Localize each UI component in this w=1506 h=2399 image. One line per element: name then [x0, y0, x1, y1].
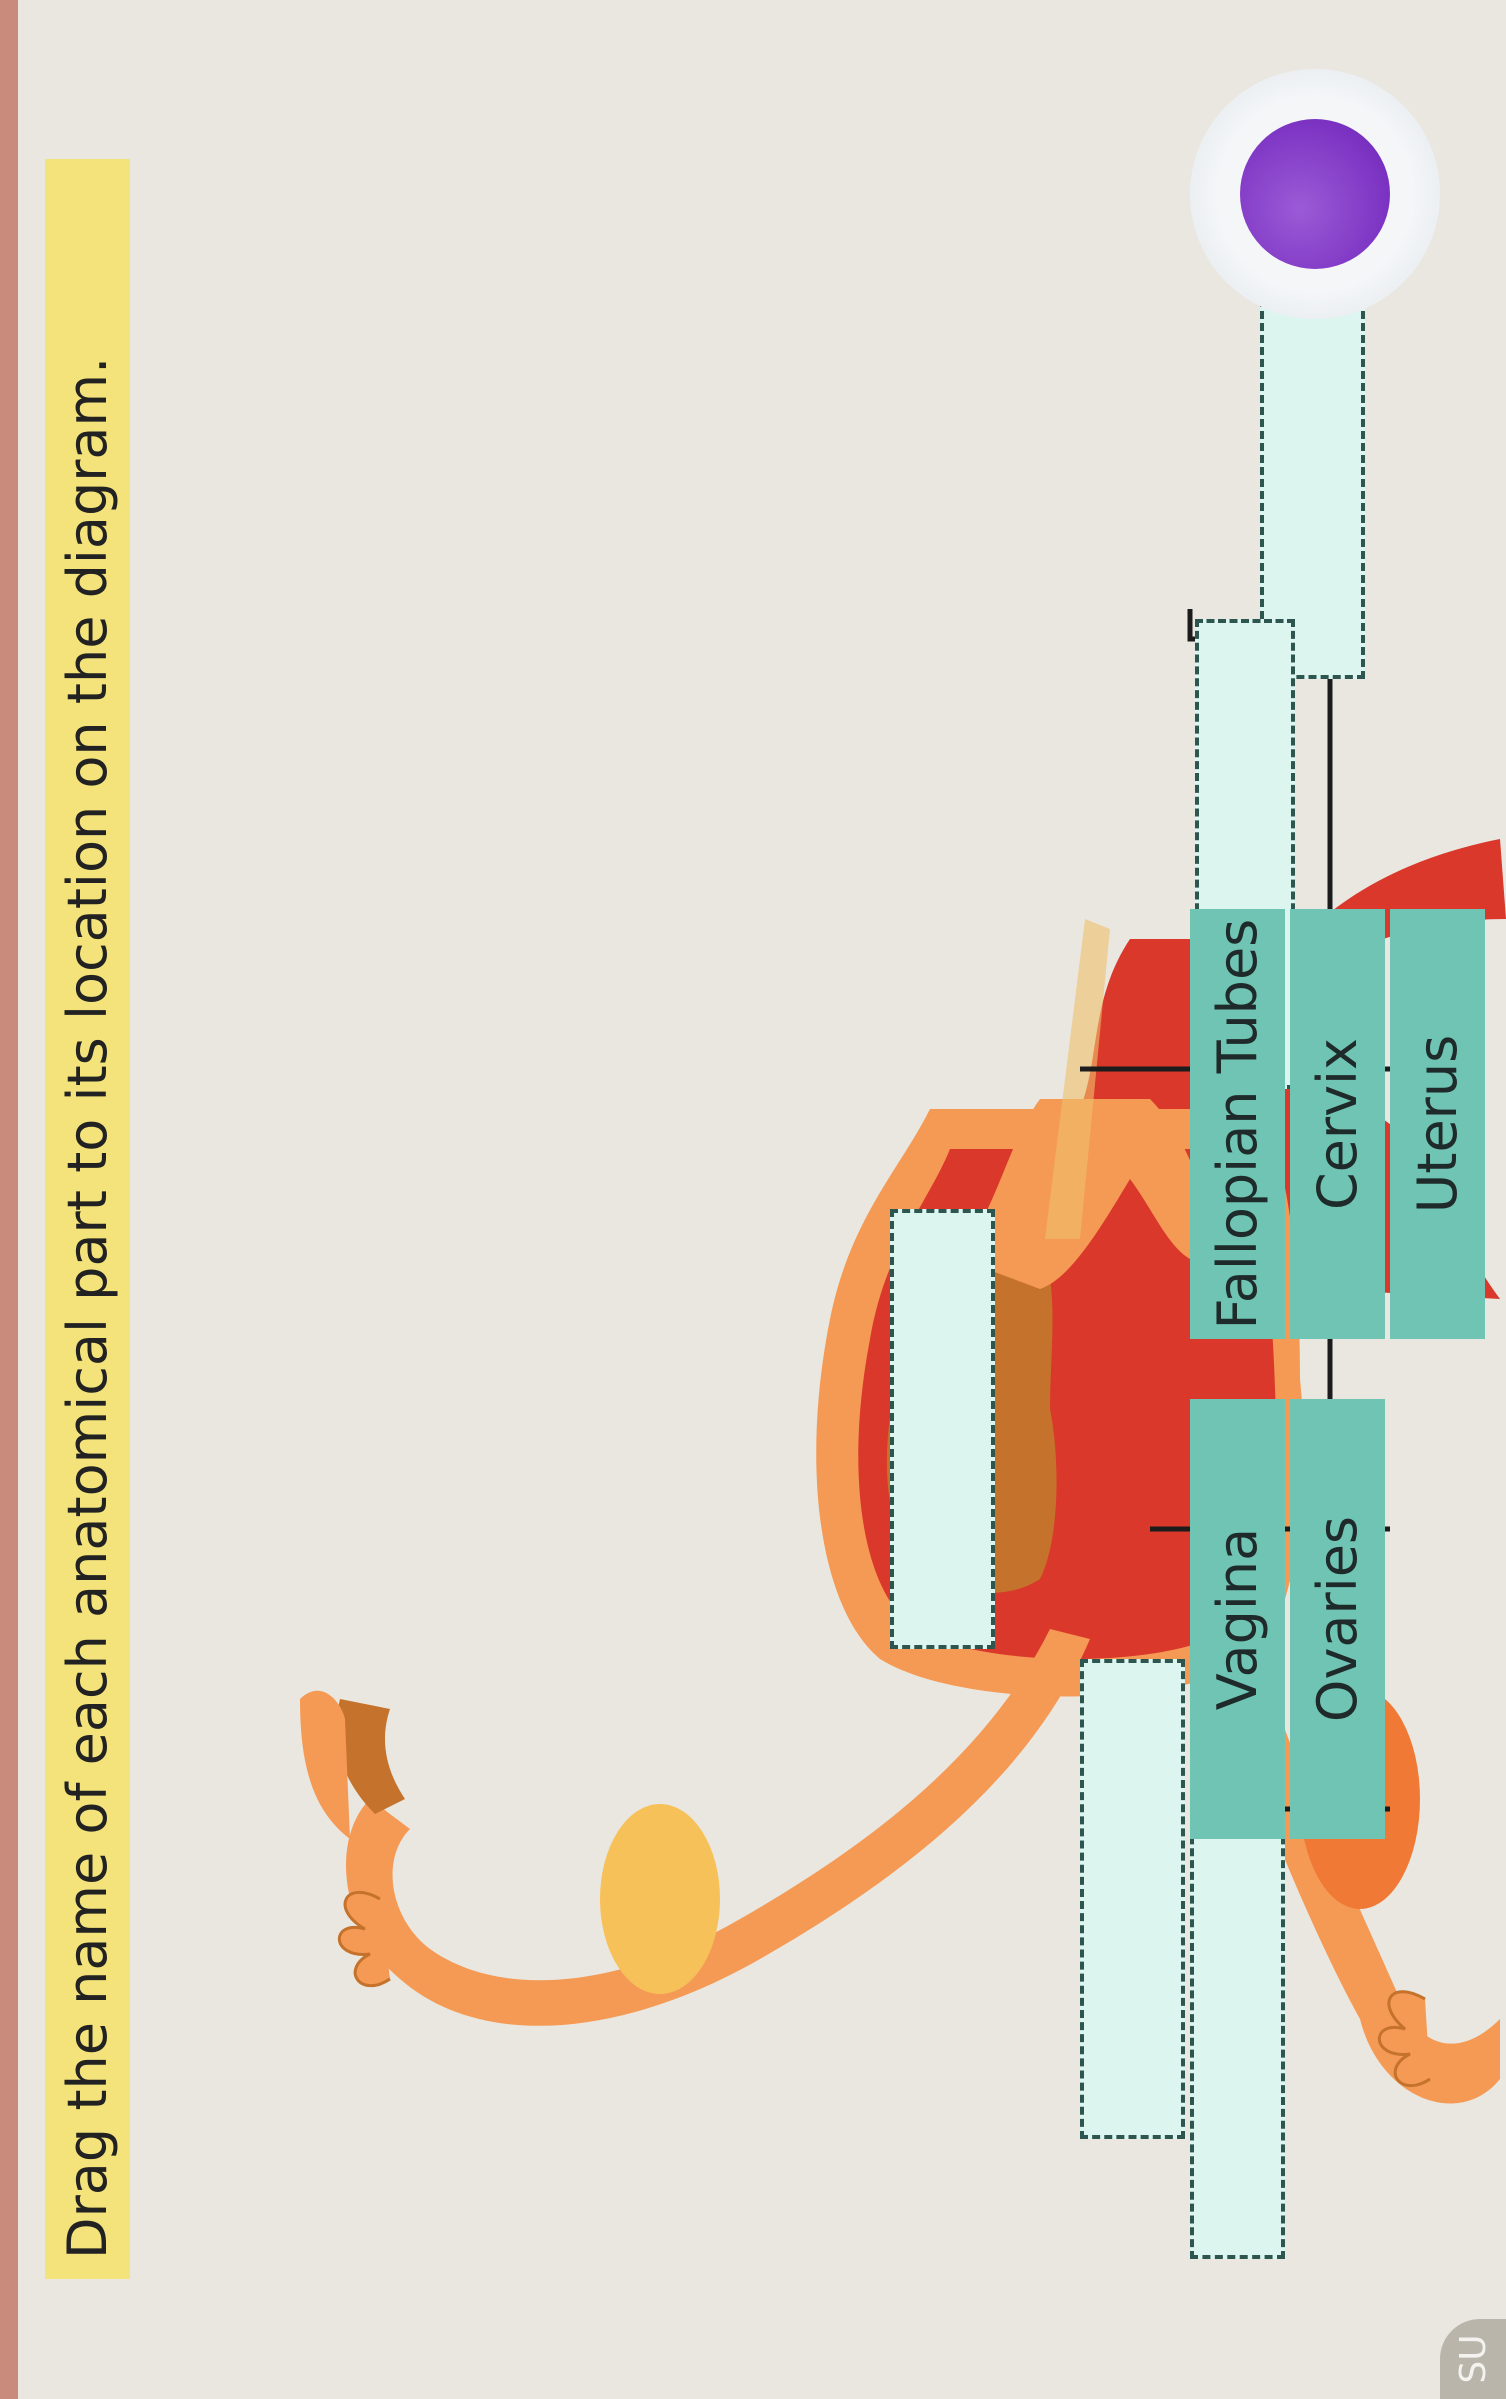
drop-zone-vagina[interactable] — [890, 1209, 995, 1649]
label-tile-cervix[interactable]: Cervix — [1290, 909, 1385, 1339]
ovary-left — [600, 1804, 720, 1994]
corner-tab[interactable]: SU — [1440, 2319, 1506, 2399]
corner-tab-text: SU — [1452, 2334, 1494, 2384]
drop-zone-ovaries[interactable] — [1080, 1659, 1185, 2139]
drop-zone-fallopian-tubes[interactable] — [1190, 1789, 1285, 2259]
label-tile-ovaries[interactable]: Ovaries — [1290, 1399, 1385, 1839]
mascot-bubble-icon — [1190, 69, 1440, 319]
fallopian-tube-left — [346, 1629, 1090, 2026]
label-text: Ovaries — [1306, 1515, 1369, 1723]
label-text: Fallopian Tubes — [1206, 918, 1269, 1330]
purple-orb-icon — [1240, 119, 1390, 269]
label-text: Uterus — [1406, 1034, 1469, 1214]
label-tile-fallopian-tubes[interactable]: Fallopian Tubes — [1190, 909, 1285, 1339]
label-text: Vagina — [1206, 1527, 1269, 1711]
label-text: Cervix — [1306, 1037, 1369, 1211]
label-tile-uterus[interactable]: Uterus — [1390, 909, 1485, 1339]
label-tile-vagina[interactable]: Vagina — [1190, 1399, 1285, 1839]
